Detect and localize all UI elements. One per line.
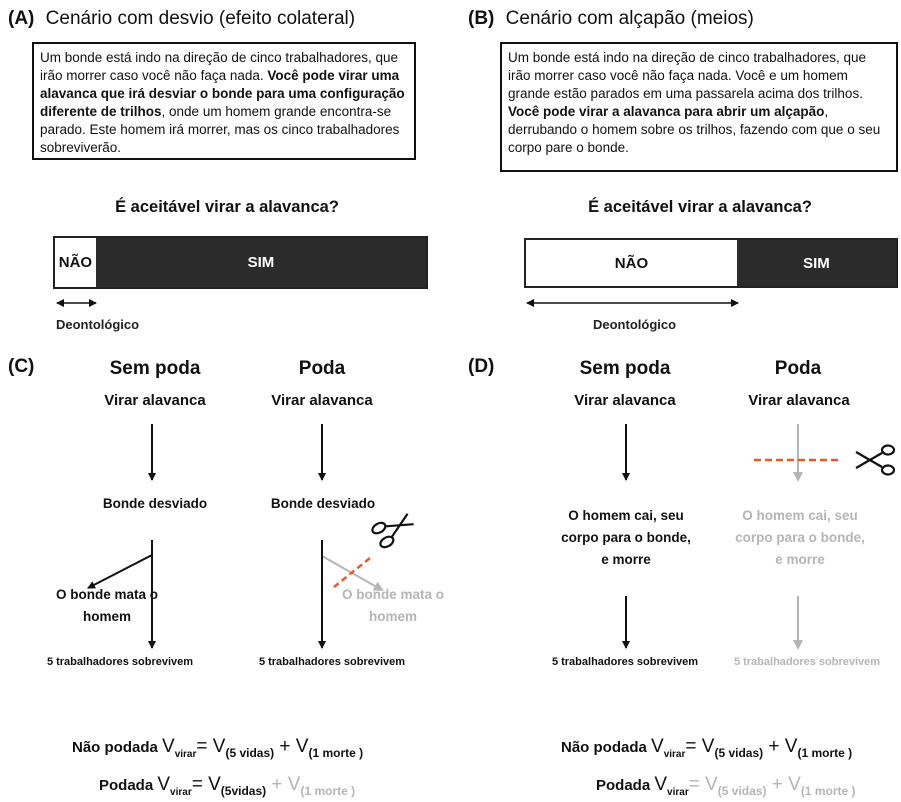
panel-a-deontological-label: Deontológico xyxy=(56,317,140,332)
panel-a-title-text: Cenário com desvio (efeito colateral) xyxy=(45,8,356,29)
panel-c-poda-outcome: 5 trabalhadores sobrevivem xyxy=(258,656,406,668)
panel-b-deontological-label: Deontológico xyxy=(593,317,677,332)
scenario-text: , onde um homem grande encontra-se parad… xyxy=(40,104,400,155)
yes-segment: SIM xyxy=(736,240,896,286)
no-label: NÃO xyxy=(614,254,649,272)
panel-c-sem-poda-action: Virar alavanca xyxy=(104,392,206,409)
panel-a-title: (A) Cenário com desvio (efeito colateral… xyxy=(8,8,355,30)
panel-d-equation-pruned: Podada Vvirar= V(5 vidas) + V(1 morte ) xyxy=(596,774,856,798)
scenario-text-bold: Você pode virar uma alavanca que irá des… xyxy=(40,68,405,119)
equation-eq-pruned: = V xyxy=(688,774,718,795)
panel-c-equation-pruned: Podada Vvirar= V(5vidas) + V(1 morte ) xyxy=(99,774,356,798)
panel-c-sem-poda-node: Bonde desviado xyxy=(102,496,208,511)
equation-plus-pruned: + V xyxy=(266,774,301,795)
scenario-text: , derrubando o homem sobre os trilhos, f… xyxy=(508,104,881,155)
equation-term2: (1 morte ) xyxy=(308,746,364,760)
equation-v: V xyxy=(654,774,668,795)
panel-c-label-text: (C) xyxy=(8,356,35,377)
equation-sub: virar xyxy=(170,787,192,798)
panel-b-title: (B) Cenário com alçapão (meios) xyxy=(468,8,754,30)
panel-d-label: (D) xyxy=(468,356,494,378)
panel-b-scenario: Um bonde está indo na direção de cinco t… xyxy=(500,42,898,172)
scissors-icon xyxy=(855,444,896,476)
panel-d-label-text: (D) xyxy=(468,356,495,377)
panel-c-sem-poda-outcome: 5 trabalhadores sobrevivem xyxy=(46,656,194,668)
panel-c-sem-poda-heading: Sem poda xyxy=(109,358,201,379)
equation-eq: = V xyxy=(196,736,226,757)
equation-plus: + V xyxy=(274,736,309,757)
panel-c-poda-pruned-branch: O bonde mata o homem xyxy=(341,587,444,624)
panel-c-equation-unpruned: Não podada Vvirar= V(5 vidas) + V(1 mort… xyxy=(72,736,364,760)
equation-term1-pruned: (5 vidas) xyxy=(717,784,767,798)
panel-d-poda-heading: Poda xyxy=(774,358,822,379)
equation-v: V xyxy=(651,736,664,757)
panel-c-sem-poda-arrow-branch xyxy=(87,540,153,589)
panel-a-response-bar: NÃO SIM xyxy=(53,236,428,289)
equation-prefix: Podada xyxy=(99,777,154,794)
panel-d-poda-pruned-node: O homem cai, seu corpo para o bonde, e m… xyxy=(735,508,865,567)
no-segment: NÃO xyxy=(526,240,737,286)
equation-v: V xyxy=(157,774,171,795)
equation-plus: + V xyxy=(763,736,798,757)
yes-segment: SIM xyxy=(95,238,426,287)
yes-label: SIM xyxy=(803,254,830,272)
equation-plus-pruned: + V xyxy=(766,774,801,795)
panel-d-poda-pruned-outcome: 5 trabalhadores sobrevivem xyxy=(733,656,881,668)
no-label: NÃO xyxy=(58,254,93,271)
equation-prefix: Não podada xyxy=(72,739,158,756)
panel-b-question: É aceitável virar a alavanca? xyxy=(588,198,812,216)
equation-sub: virar xyxy=(667,787,689,798)
panel-c-poda-node: Bonde desviado xyxy=(270,496,376,511)
panel-d-equation-unpruned: Não podada Vvirar= V(5 vidas) + V(1 mort… xyxy=(561,736,853,760)
panel-d-sem-poda-heading: Sem poda xyxy=(579,358,671,379)
panel-d-sem-poda-node: O homem cai, seu corpo para o bonde, e m… xyxy=(561,508,691,567)
panel-b-response-bar: NÃO SIM xyxy=(524,238,898,288)
equation-term2-pruned: (1 morte ) xyxy=(300,784,356,798)
equation-term1: (5 vidas) xyxy=(714,746,764,760)
scenario-text: Um bonde está indo na direção de cinco t… xyxy=(40,50,398,83)
scenario-text: Um bonde está indo na direção de cinco t… xyxy=(508,50,866,101)
equation-sub: virar xyxy=(174,749,197,760)
equation-term1: (5 vidas) xyxy=(225,746,275,760)
equation-sub: virar xyxy=(663,749,686,760)
panel-c-poda-cut-line xyxy=(333,557,371,588)
panel-a-label: (A) xyxy=(8,8,35,29)
panel-c-label: (C) xyxy=(8,356,34,378)
equation-term2: (1 morte ) xyxy=(797,746,853,760)
equation-eq: = V xyxy=(191,774,221,795)
panel-b-label: (B) xyxy=(468,8,495,29)
equation-term2-pruned: (1 morte ) xyxy=(800,784,856,798)
panel-c-poda-action: Virar alavanca xyxy=(271,392,373,409)
scissors-icon xyxy=(371,513,414,549)
panel-a-scenario: Um bonde está indo na direção de cinco t… xyxy=(32,42,416,160)
panel-c-sem-poda-branch: O bonde mata o homem xyxy=(55,587,158,624)
equation-eq: = V xyxy=(685,736,715,757)
no-segment: NÃO xyxy=(55,238,96,287)
panel-d-poda-action: Virar alavanca xyxy=(748,392,850,409)
yes-label: SIM xyxy=(247,254,275,271)
scenario-text-bold: Você pode virar a alavanca para abrir um… xyxy=(508,104,825,119)
equation-term1: (5vidas) xyxy=(220,784,267,798)
equation-prefix: Não podada xyxy=(561,739,647,756)
panel-a-question: É aceitável virar a alavanca? xyxy=(115,198,339,216)
panel-c-poda-heading: Poda xyxy=(298,358,346,379)
panel-b-title-text: Cenário com alçapão (meios) xyxy=(505,8,754,29)
panel-d-sem-poda-outcome: 5 trabalhadores sobrevivem xyxy=(551,656,699,668)
equation-prefix: Podada xyxy=(596,777,651,794)
panel-d-sem-poda-action: Virar alavanca xyxy=(574,392,676,409)
equation-v: V xyxy=(162,736,175,757)
